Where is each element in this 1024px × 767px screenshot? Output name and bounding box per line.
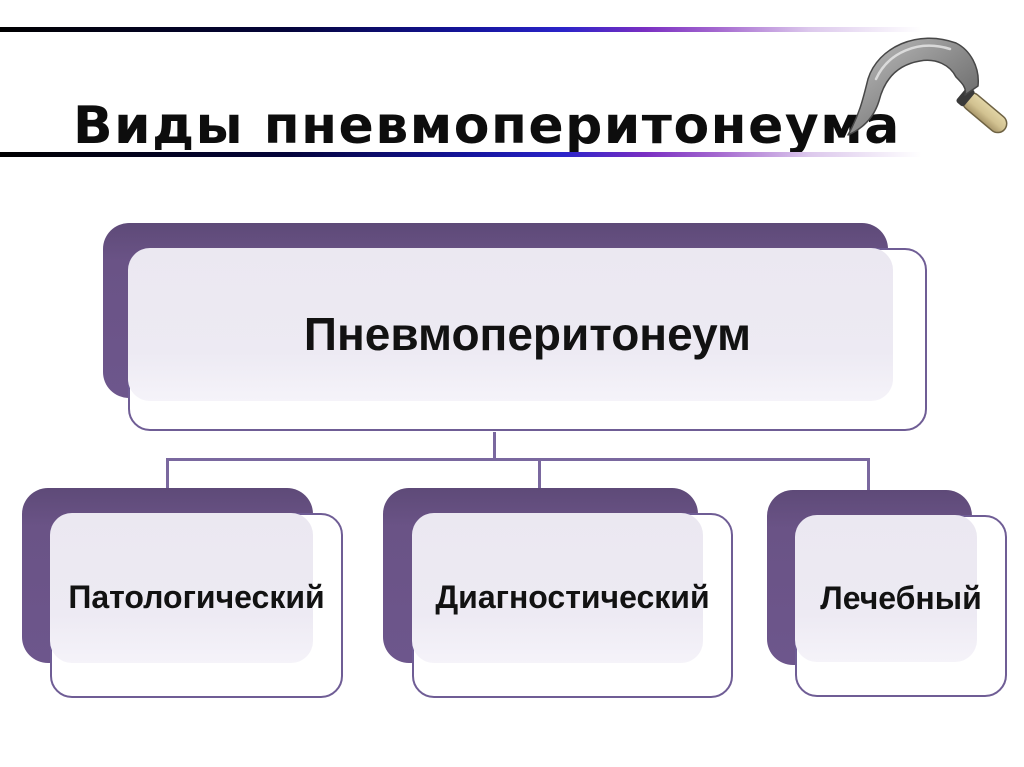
child-node-label: Диагностический bbox=[435, 579, 710, 615]
header-rule-bottom bbox=[0, 152, 1024, 157]
connector-stem-pathological bbox=[166, 458, 169, 489]
child-node-label: Патологический bbox=[68, 579, 325, 615]
diagram-node-therapeutic: Лечебный bbox=[795, 515, 1007, 697]
diagram-node-root: Пневмоперитонеум bbox=[128, 248, 927, 431]
connector-root-stem bbox=[493, 432, 496, 459]
child-node-panel bbox=[50, 513, 313, 663]
child-node-panel bbox=[795, 515, 977, 662]
diagram-node-pathological: Патологический bbox=[50, 513, 343, 698]
connector-stem-diagnostic bbox=[538, 458, 541, 489]
root-node-panel bbox=[128, 248, 893, 401]
child-node-panel bbox=[412, 513, 703, 663]
diagram-node-diagnostic: Диагностический bbox=[412, 513, 733, 698]
connector-stem-therapeutic bbox=[867, 458, 870, 491]
connector-horizontal bbox=[166, 458, 870, 461]
page-title: Виды пневмоперитонеума bbox=[73, 95, 901, 156]
sickle-icon bbox=[847, 37, 1008, 136]
header-rule-top bbox=[0, 27, 1024, 32]
child-node-label: Лечебный bbox=[820, 579, 982, 616]
root-node-label: Пневмоперитонеум bbox=[303, 307, 752, 360]
